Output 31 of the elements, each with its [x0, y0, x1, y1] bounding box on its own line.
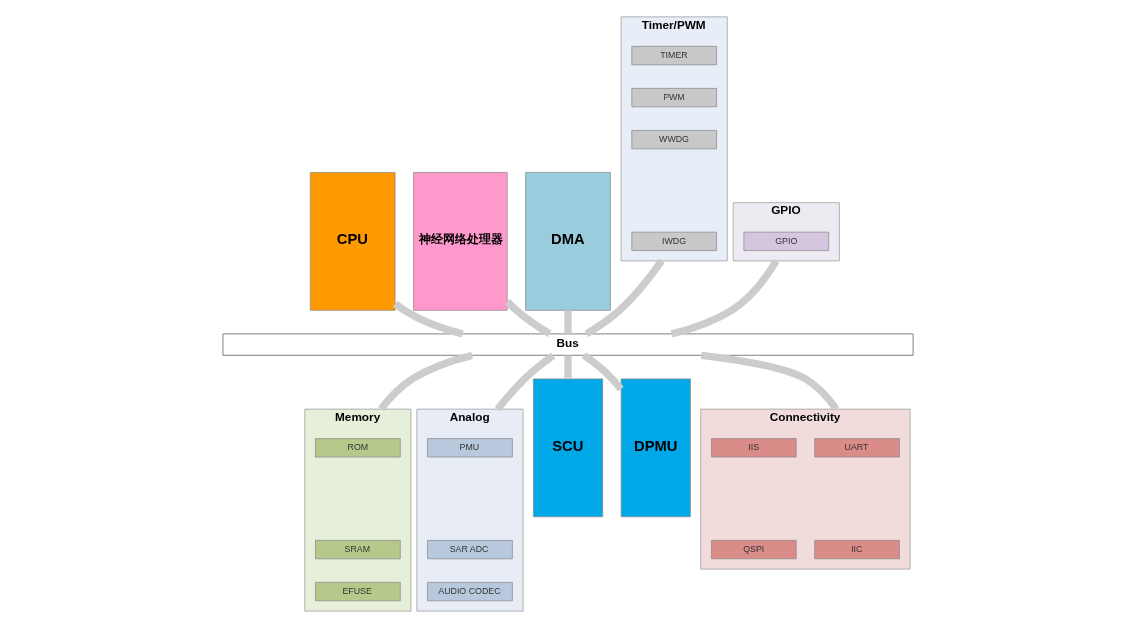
connector — [377, 351, 473, 412]
node-box: IWDG — [630, 231, 717, 251]
node-box: ROM — [314, 438, 401, 458]
connector — [670, 259, 779, 338]
node-box: GPIO — [743, 231, 829, 251]
connector — [700, 351, 839, 412]
node-box: SCU — [532, 378, 603, 518]
node-box: DMA — [524, 172, 611, 311]
node-box: PMU — [426, 438, 513, 458]
node-box: SRAM — [314, 540, 401, 560]
connector — [563, 310, 572, 334]
connector — [494, 352, 555, 412]
node-box: IIS — [710, 438, 797, 458]
node-box: WWDG — [630, 130, 717, 150]
connector — [392, 300, 464, 338]
connector — [581, 352, 624, 392]
node-box: IIC — [813, 540, 900, 560]
node-box: 神经网络处理器 — [412, 172, 508, 311]
connector — [504, 298, 551, 337]
node-box: SAR ADC — [426, 540, 513, 560]
node-box: TIMER — [630, 45, 717, 66]
node-box: DPMU — [620, 378, 691, 518]
node-box: UART — [813, 438, 900, 458]
node-box: Bus — [222, 333, 913, 356]
node-box: EFUSE — [314, 582, 401, 602]
node-box: AUDIO CODEC — [426, 582, 513, 602]
node-box: CPU — [309, 172, 395, 311]
node-box: QSPI — [710, 540, 797, 560]
node-box: PWM — [630, 88, 717, 108]
connector — [563, 355, 572, 379]
connector — [584, 258, 665, 337]
